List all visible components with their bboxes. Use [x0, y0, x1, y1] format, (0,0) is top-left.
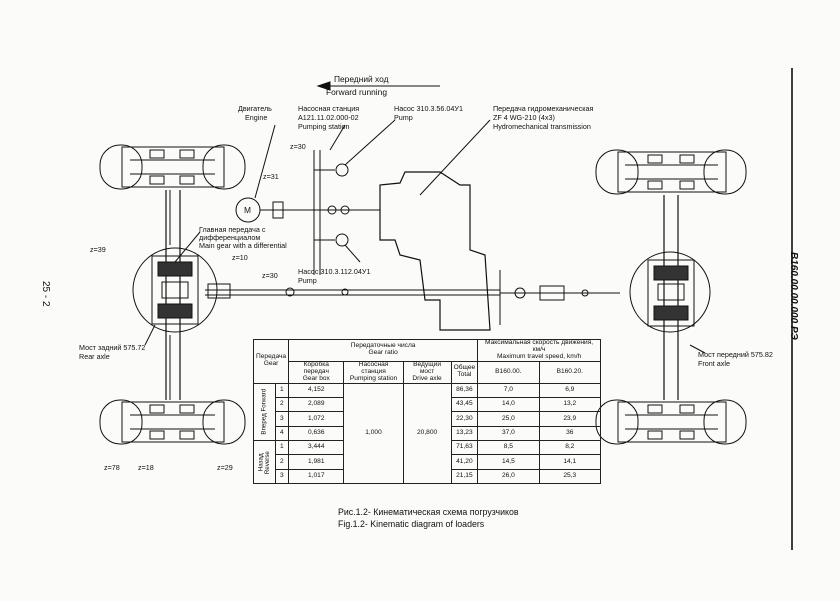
- pump1-label-en: Pump: [394, 113, 413, 122]
- figure-caption: Рис.1.2- Кинематическая схема погрузчико…: [338, 506, 519, 530]
- table-row: 3 1,017 21,15 26,0 25,3: [254, 468, 602, 485]
- teeth-z30-bottom: z=30: [262, 271, 278, 280]
- pump-station-label-en: Pumping station: [298, 122, 350, 131]
- pump-station-label-ru: Насосная станция: [298, 104, 359, 113]
- pump-ratio-cell: 1,000: [343, 382, 404, 485]
- table-header-b160: В160.20.: [538, 360, 602, 384]
- front-axle-label-en: Front axle: [698, 359, 730, 368]
- teeth-z10: z=10: [232, 253, 248, 262]
- engine-symbol: M: [244, 205, 251, 215]
- transmission-code: ZF 4 WG-210 (4x3): [493, 113, 555, 122]
- page-number: 25 - 2: [40, 281, 51, 307]
- table-header-b180: В160.00.: [477, 360, 540, 384]
- pump1-label-ru: Насос 310.3.56.04У1: [394, 104, 463, 113]
- forward-label-ru: Передний ход: [334, 74, 389, 84]
- main-gear-label-ru-1: Главная передача с: [199, 225, 266, 234]
- table-row: Вперед Forward 1 4,152 1,000 20,800 86,3…: [253, 382, 602, 485]
- engine-label-en: Engine: [245, 113, 267, 122]
- forward-label-en: Forward running: [326, 87, 387, 97]
- rear-axle-label-ru: Мост задний 575.72: [79, 343, 145, 352]
- teeth-z18: z=18: [138, 463, 154, 472]
- table-row: 2 2,089 43,45 14,0 13,2: [254, 396, 602, 413]
- document-code: В160.00.00.000 РЭ: [788, 252, 799, 340]
- transmission-label-ru: Передача гидромеханическая: [493, 104, 594, 113]
- front-axle-label-ru: Мост передний 575.82: [698, 350, 773, 359]
- engine-label-ru: Двигатель: [238, 104, 272, 113]
- pump-station-code: А121.11.02.000-02: [298, 113, 359, 122]
- rear-axle-label-en: Rear axle: [79, 352, 110, 361]
- table-row: 4 0,636 13,23 37,0 36: [254, 425, 602, 442]
- teeth-z78: z=78: [104, 463, 120, 472]
- teeth-z31: z=31: [263, 172, 279, 181]
- caption-en: Fig.1.2- Kinematic diagram of loaders: [338, 519, 485, 529]
- main-gear-label-ru-2: дифференциалом: [199, 233, 260, 242]
- main-gear-label-en: Main gear with a differential: [199, 241, 287, 250]
- teeth-z39: z=39: [90, 245, 106, 254]
- transmission-label-en: Hydromechanical transmission: [493, 122, 591, 131]
- axle-ratio-cell: 20,800: [402, 382, 452, 485]
- pump2-label-en: Pump: [298, 276, 317, 285]
- pump2-label-ru: Насос 310.3.112.04У1: [298, 267, 370, 276]
- forward-group-label: Вперед Forward: [253, 383, 276, 441]
- table-row: 2 1,981 41,20 14,5 14,1: [254, 454, 602, 470]
- teeth-z30-top: z=30: [290, 142, 306, 151]
- reverse-group-label: Назад Reverse: [253, 440, 276, 484]
- teeth-z29: z=29: [217, 463, 233, 472]
- caption-ru: Рис.1.2- Кинематическая схема погрузчико…: [338, 507, 519, 517]
